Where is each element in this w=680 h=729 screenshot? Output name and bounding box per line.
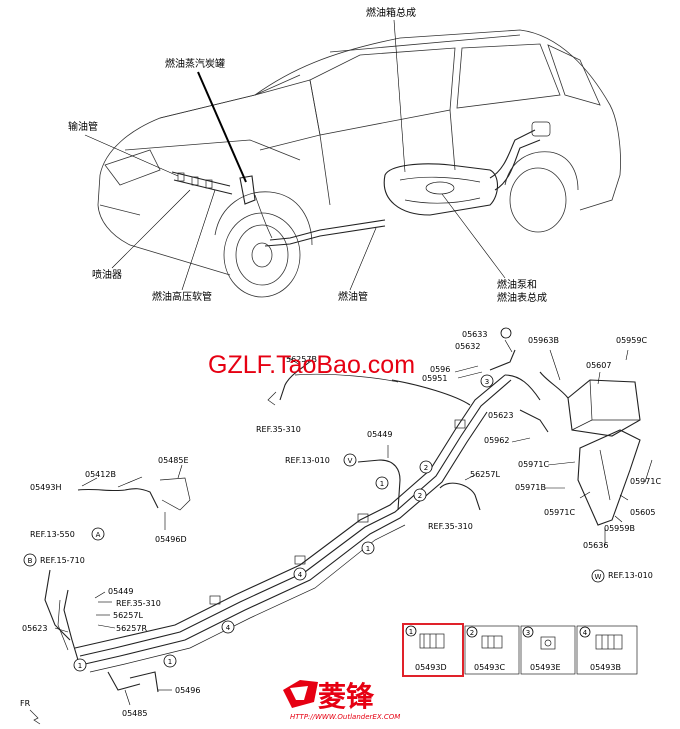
clip-legend: 1 2 3 4 05493D 05493C 05493E 05493B (402, 623, 638, 677)
ref-35-310-c: REF.35-310 (116, 599, 161, 608)
part-05607: 05607 (586, 361, 611, 370)
label-fuel-pipe: 燃油管 (338, 290, 368, 303)
clip-icon-1 (419, 633, 445, 649)
part-05951: 05951 (422, 374, 447, 383)
part-05485e: 05485E (158, 456, 189, 465)
brand-logo: 菱锋 HTTP://WWW.OutlanderEX.COM (283, 680, 400, 721)
svg-text:1: 1 (409, 628, 413, 636)
top-labels: 燃油箱总成 燃油蒸汽炭罐 输油管 喷油器 燃油高压软管 燃油管 燃油泵和 燃油表… (68, 6, 547, 304)
part-05971c-c: 05971C (630, 477, 661, 486)
part-05971b: 05971B (515, 483, 546, 492)
part-05493h: 05493H (30, 483, 61, 492)
label-fuel-tank: 燃油箱总成 (366, 6, 416, 19)
part-05623b: 05623 (22, 624, 47, 633)
part-05971c-a: 05971C (518, 460, 549, 469)
svg-text:W: W (595, 573, 602, 581)
ref-13-010-w: REF.13-010 (608, 571, 653, 580)
label-delivery-pipe: 输油管 (68, 120, 98, 133)
part-56257l-a: 56257L (113, 611, 143, 620)
part-56257b: 56257B (286, 355, 317, 364)
svg-text:4: 4 (298, 571, 303, 579)
label-pump-gauge-2: 燃油表总成 (497, 291, 547, 304)
svg-text:4: 4 (226, 624, 231, 632)
legend-code-2: 05493C (474, 663, 505, 672)
part-56257r: 56257R (116, 624, 147, 633)
svg-text:1: 1 (168, 658, 172, 666)
part-05963b: 05963B (528, 336, 559, 345)
fr-arrow-icon (29, 709, 41, 725)
label-pump-gauge-1: 燃油泵和 (497, 278, 537, 291)
part-labels: 05633 05632 05963B 05959C 05607 0596 059… (20, 330, 661, 725)
brand-url: HTTP://WWW.OutlanderEX.COM (290, 713, 400, 721)
part-05623a: 05623 (488, 411, 513, 420)
svg-text:4: 4 (583, 629, 588, 637)
label-hp-hose: 燃油高压软管 (152, 290, 212, 303)
part-05449-a: 05449 (367, 430, 392, 439)
svg-text:1: 1 (380, 480, 384, 488)
svg-text:2: 2 (424, 464, 428, 472)
legend-code-1: 05493D (415, 663, 447, 672)
clip-icon-3 (540, 636, 556, 650)
part-05605: 05605 (630, 508, 655, 517)
part-05496: 05496 (175, 686, 200, 695)
brand-name: 菱锋 (318, 680, 375, 713)
leader-lines (54, 339, 653, 706)
svg-text:A: A (96, 531, 101, 539)
svg-text:2: 2 (418, 492, 422, 500)
ref-13-010-v: REF.13-010 (285, 456, 330, 465)
fr-label: FR (20, 699, 31, 708)
clip-icon-2 (481, 635, 503, 649)
pipe-routing (44, 349, 641, 693)
part-05959c: 05959C (616, 336, 647, 345)
svg-text:3: 3 (526, 629, 530, 637)
part-05962: 05962 (484, 436, 509, 445)
part-05636: 05636 (583, 541, 608, 550)
car-illustration (97, 29, 621, 298)
callout-circles: 3 2 2 1 1 4 4 1 1 A B V W (23, 327, 605, 672)
ref-15-710: REF.15-710 (40, 556, 85, 565)
part-05971c-b: 05971C (544, 508, 575, 517)
ref-13-550: REF.13-550 (30, 530, 75, 539)
svg-text:B: B (28, 557, 33, 565)
part-05496d: 05496D (155, 535, 187, 544)
svg-text:V: V (348, 457, 353, 465)
part-05449-b: 05449 (108, 587, 133, 596)
part-0596x: 0596 (430, 365, 450, 374)
svg-text:2: 2 (470, 629, 474, 637)
svg-text:3: 3 (485, 378, 489, 386)
ref-35-310-a: REF.35-310 (256, 425, 301, 434)
ref-35-310-b: REF.35-310 (428, 522, 473, 531)
svg-text:1: 1 (78, 662, 82, 670)
part-05633: 05633 (462, 330, 487, 339)
watermark-text: GZLF.TaoBao.com (208, 351, 415, 379)
part-05959b: 05959B (604, 524, 635, 533)
label-canister: 燃油蒸汽炭罐 (165, 57, 225, 70)
part-05485: 05485 (122, 709, 147, 718)
part-05632: 05632 (455, 342, 480, 351)
part-56257l-b: 56257L (470, 470, 500, 479)
legend-code-3: 05493E (530, 663, 561, 672)
legend-code-4: 05493B (590, 663, 621, 672)
clip-icon-4 (595, 634, 623, 650)
label-injector: 喷油器 (92, 268, 122, 281)
part-05412b: 05412B (85, 470, 116, 479)
svg-text:1: 1 (366, 545, 370, 553)
